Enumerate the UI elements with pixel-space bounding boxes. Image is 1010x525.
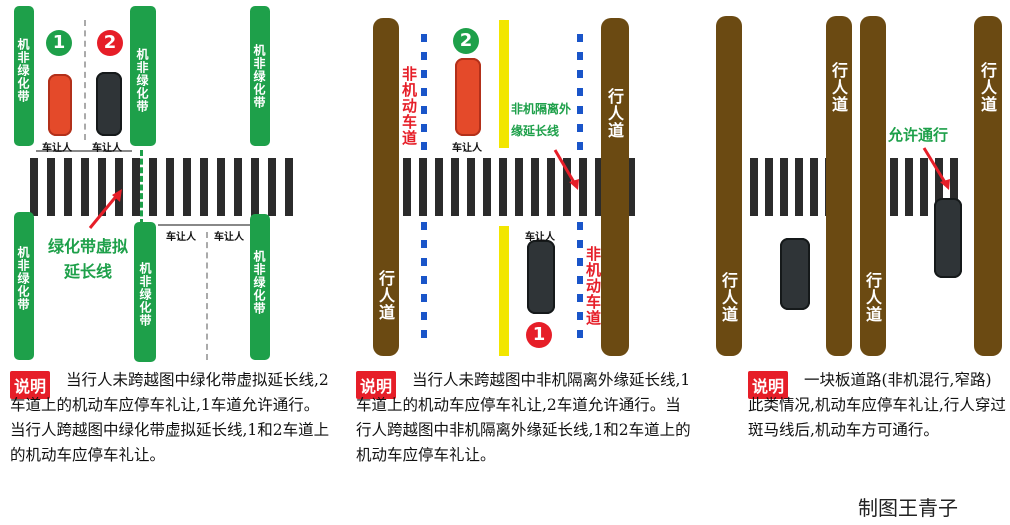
green-belt-label: 机非绿化带 bbox=[135, 48, 149, 113]
nonmotor-divider-left bbox=[421, 222, 427, 346]
sidewalk: 行人道 bbox=[974, 16, 1002, 356]
sidewalk: 行人道 bbox=[860, 16, 886, 356]
isolation-barrier bbox=[499, 226, 509, 356]
sidewalk-label: 行人道 bbox=[978, 62, 997, 113]
panel-nonmotor-isolation: 行人道 行人道 非机动车道 非机动车道 2 1 车让人 车让人 非机隔离外缘延长… bbox=[345, 0, 665, 365]
car bbox=[780, 238, 810, 310]
arrow-icon bbox=[922, 147, 950, 190]
note-text: 当行人未跨越图中非机隔离外缘延长线,1车道上的机动车应停车礼让,2车道允许通行。… bbox=[356, 371, 691, 464]
lane-divider-top bbox=[84, 20, 86, 140]
lane-number-2: 2 bbox=[453, 28, 479, 54]
car-lane-2 bbox=[455, 58, 481, 136]
green-belt-label: 机非绿化带 bbox=[16, 246, 30, 311]
lane-number-2: 2 bbox=[97, 30, 123, 56]
nonmotor-lane-label: 非机动车道 bbox=[400, 66, 418, 146]
sidewalk: 行人道 bbox=[716, 16, 742, 356]
green-belt: 机非绿化带 bbox=[250, 6, 270, 146]
green-belt-label: 机非绿化带 bbox=[252, 250, 266, 315]
nonmotor-lane-label: 非机动车道 bbox=[584, 246, 602, 326]
yield-label: 车让人 bbox=[92, 143, 122, 154]
isolation-barrier bbox=[499, 20, 509, 148]
sidewalk-label: 行人道 bbox=[863, 272, 882, 323]
sidewalk-label: 行人道 bbox=[605, 88, 624, 139]
car-lane-1 bbox=[48, 74, 72, 136]
nonmotor-divider-right bbox=[577, 222, 583, 346]
crosswalk bbox=[890, 158, 970, 216]
green-belt-label: 机非绿化带 bbox=[16, 38, 30, 103]
green-belt: 机非绿化带 bbox=[250, 214, 270, 360]
note-text: 一块板道路(非机混行,窄路)此类情况,机动车应停车礼让,行人穿过斑马线后,机动车… bbox=[748, 371, 1006, 439]
yield-label: 车让人 bbox=[42, 143, 72, 154]
car-lane-2 bbox=[96, 72, 122, 136]
sidewalk-label: 行人道 bbox=[719, 272, 738, 323]
green-belt: 机非绿化带 bbox=[14, 6, 34, 146]
car bbox=[934, 198, 962, 278]
green-belt: 机非绿化带 bbox=[130, 6, 156, 146]
stop-line-top bbox=[36, 150, 132, 152]
sidewalk-label: 行人道 bbox=[376, 270, 395, 321]
arrow-icon bbox=[88, 189, 122, 229]
crosswalk bbox=[30, 158, 302, 216]
green-belt-extension-annotation: 绿化带虚拟延长线 bbox=[47, 237, 128, 281]
credit: 制图王青子 bbox=[858, 496, 958, 520]
isolation-extension-annotation: 非机隔离外缘延长线 bbox=[511, 102, 572, 138]
sidewalk-label: 行人道 bbox=[829, 62, 848, 113]
yield-label: 车让人 bbox=[452, 143, 482, 154]
lane-divider-bottom bbox=[206, 232, 208, 360]
green-belt-label: 机非绿化带 bbox=[138, 262, 152, 327]
panel-single-board-road: 行人道 行人道 行人道 行人道 允许通行 bbox=[710, 0, 1010, 365]
nonmotor-divider-left bbox=[421, 34, 427, 154]
car-lane-1 bbox=[527, 240, 555, 314]
yield-label: 车让人 bbox=[214, 232, 244, 243]
sidewalk: 行人道 bbox=[373, 18, 399, 356]
lane-number-1: 1 bbox=[46, 30, 72, 56]
note-text: 当行人未跨越图中绿化带虚拟延长线,2车道上的机动车应停车礼让,1车道允许通行。当… bbox=[10, 371, 330, 464]
sidewalk: 行人道 bbox=[826, 16, 852, 356]
yield-label: 车让人 bbox=[525, 232, 555, 243]
lane-number-1: 1 bbox=[526, 322, 552, 348]
green-belt-extension-line bbox=[140, 150, 143, 225]
sidewalk: 行人道 bbox=[601, 18, 629, 356]
arrow-icon bbox=[553, 149, 579, 190]
note-badge: 说明 bbox=[356, 371, 397, 399]
green-belt: 机非绿化带 bbox=[14, 212, 34, 360]
crosswalk bbox=[403, 158, 643, 216]
panel-green-belt: 机非绿化带 机非绿化带 机非绿化带 机非绿化带 机非绿化带 机非绿化带 1 2 … bbox=[0, 0, 330, 365]
allow-pass-annotation: 允许通行 bbox=[888, 126, 949, 144]
yield-label: 车让人 bbox=[166, 232, 196, 243]
green-belt: 机非绿化带 bbox=[134, 222, 156, 362]
note-badge: 说明 bbox=[10, 371, 51, 399]
nonmotor-divider-right bbox=[577, 34, 583, 154]
stop-line-bottom bbox=[158, 224, 254, 226]
note-badge: 说明 bbox=[748, 371, 789, 399]
green-belt-label: 机非绿化带 bbox=[252, 44, 266, 109]
